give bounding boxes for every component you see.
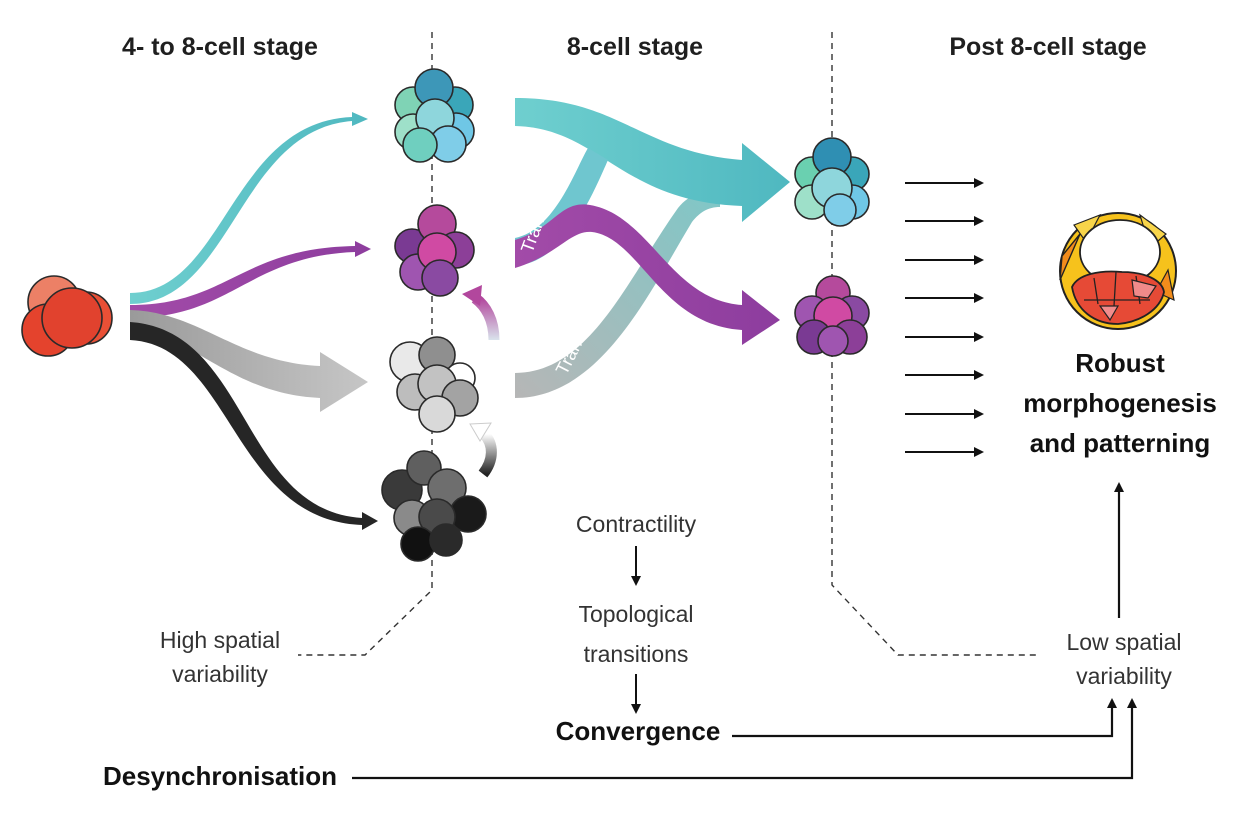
desynchronisation-connector [352,698,1137,780]
grey-ribbon [130,310,368,412]
high-variability-line-2: variability [172,661,268,687]
robust-line-2: morphogenesis [1023,388,1217,418]
robust-arrows [905,178,984,457]
blastocyst-icon [1059,212,1177,330]
purple-main-ribbon [515,204,780,345]
purple-embryo [394,204,475,297]
desynchronisation-label: Desynchronisation [103,761,337,791]
high-variability-line-1: High spatial [160,627,280,653]
teal-main-ribbon [515,98,790,222]
contractility-label: Contractility [576,511,697,537]
teal-converged-embryo [794,137,870,227]
topological-line-1: Topological [578,601,693,627]
low-variability-line-1: Low spatial [1066,629,1181,655]
robust-line-3: and patterning [1030,428,1211,458]
convergence-label: Convergence [556,716,721,746]
stage-title-4-to-8-cell: 4- to 8-cell stage [122,33,318,61]
grey-to-teal-ribbon [515,190,720,398]
purple-converged-embryo [794,275,870,357]
divergence-ribbons [130,112,378,530]
curl-arrow-black [469,422,497,478]
stage-divider-left [298,32,433,656]
four-cell-embryo [21,275,113,357]
stage-title-post-8-cell: Post 8-cell stage [949,33,1146,61]
black-ribbon [130,322,378,530]
transition-ribbons: Transitions Transitions [515,98,790,398]
purple-ribbon [130,241,371,318]
low-variability-line-2: variability [1076,663,1172,689]
convergence-connector [732,698,1117,738]
teal-embryo [394,68,475,163]
curl-arrow-purple [462,285,500,341]
topological-line-2: transitions [584,641,689,667]
grey-embryo [389,336,479,433]
stage-title-8-cell: 8-cell stage [567,33,703,61]
black-embryo [381,450,487,562]
robust-line-1: Robust [1075,348,1165,378]
